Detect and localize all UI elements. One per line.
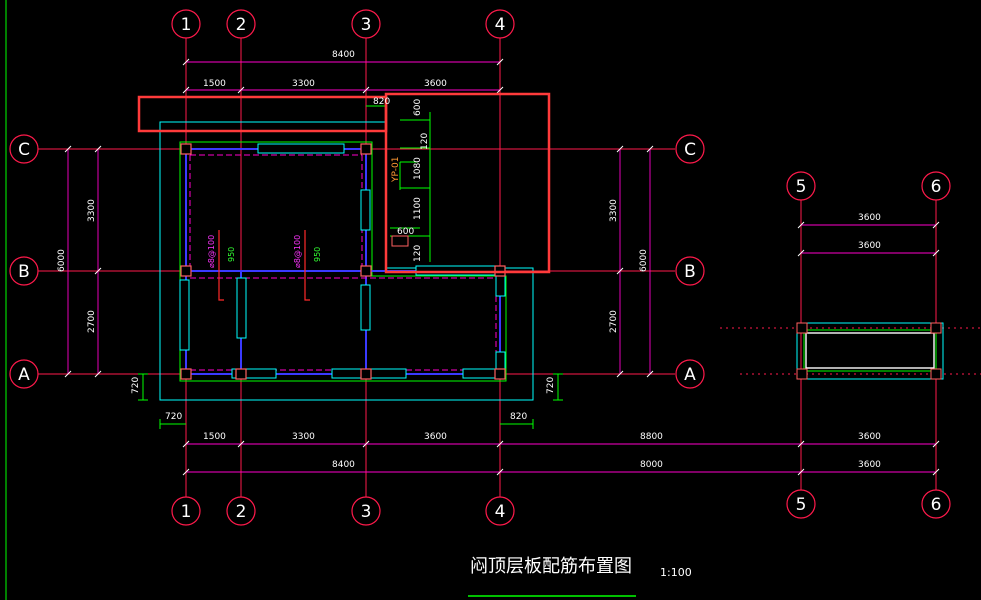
dim-left-720-v: 720 [131, 377, 141, 394]
dim-top-3600: 3600 [424, 79, 447, 89]
dim-left-2700: 2700 [87, 310, 97, 333]
axis-label-left-c: C [18, 140, 30, 160]
dim-bottom-total: 8400 [332, 460, 355, 470]
dim-right-3300: 3300 [609, 199, 619, 222]
axis-bubbles [9, 9, 951, 526]
rebar-label-1: ⌀8@100 [207, 235, 216, 268]
dim-bottom-3600-b: 3600 [858, 460, 881, 470]
dim-bottom-8800: 8800 [640, 432, 663, 442]
axis-label-bottom-2: 2 [236, 502, 247, 522]
axis-label-bottom-4: 4 [495, 502, 506, 522]
axis-label-bottom-1: 1 [181, 502, 192, 522]
dimension-ticks [64, 58, 940, 476]
dim-left-total: 6000 [57, 249, 67, 272]
axis-label-right-top-5: 5 [796, 177, 807, 197]
axis-label-right-bottom-6: 6 [931, 495, 942, 515]
horizontal-grid-lines [38, 148, 981, 375]
dim-right-plan-3600-a: 3600 [858, 213, 881, 223]
dim-right-820-h: 820 [510, 412, 527, 422]
axis-label-right-top-6: 6 [931, 177, 942, 197]
dim-top-total: 8400 [332, 50, 355, 60]
dim-left-720-h: 720 [165, 412, 182, 422]
dim-detail-yp: YP-01 [391, 157, 401, 183]
axis-label-left-a: A [18, 365, 30, 385]
dim-bottom-8000: 8000 [640, 460, 663, 470]
rebar-length-1: 950 [227, 247, 236, 262]
dim-right-plan-3600-b: 3600 [858, 241, 881, 251]
axis-label-right-b: B [684, 262, 696, 282]
axis-label-right-bottom-5: 5 [796, 495, 807, 515]
dim-right-720-v: 720 [546, 377, 556, 394]
slab-inner-outline [179, 141, 507, 382]
dim-top-1500: 1500 [203, 79, 226, 89]
axis-label-top-1: 1 [181, 15, 192, 35]
dim-bottom-1500: 1500 [203, 432, 226, 442]
dim-detail-120-a: 120 [420, 133, 430, 150]
rebar-label-2: ⌀8@100 [293, 235, 302, 268]
opening-detail [390, 112, 431, 262]
axis-label-bottom-3: 3 [361, 502, 372, 522]
highlight-boxes [137, 92, 551, 274]
right-plan [796, 322, 944, 380]
dim-detail-600-v: 600 [413, 99, 423, 116]
dim-bottom-3600-a: 3600 [858, 432, 881, 442]
dim-detail-1080: 1080 [413, 157, 423, 180]
rebar-length-2: 950 [313, 247, 322, 262]
axis-label-left-b: B [18, 262, 30, 282]
dim-detail-120-b: 120 [413, 245, 423, 262]
axis-label-top-3: 3 [361, 15, 372, 35]
dim-right-total: 6000 [639, 249, 649, 272]
dim-top-3300: 3300 [292, 79, 315, 89]
dim-bottom-3600: 3600 [424, 432, 447, 442]
dim-top-820: 820 [373, 97, 390, 107]
dimension-lines [67, 61, 936, 473]
drawing-scale: 1:100 [660, 566, 692, 579]
highlight-box-top [137, 95, 388, 133]
axis-label-right-c: C [684, 140, 696, 160]
dim-bottom-3300: 3300 [292, 432, 315, 442]
axis-label-right-a: A [684, 365, 696, 385]
edge-dimension-lines [138, 105, 563, 429]
rebar-marks [218, 230, 310, 301]
drawing-title: 闷顶层板配筋布置图 [470, 556, 632, 577]
axis-label-top-2: 2 [236, 15, 247, 35]
axis-label-top-4: 4 [495, 15, 506, 35]
dim-detail-600-h: 600 [397, 227, 414, 237]
dim-right-2700: 2700 [609, 310, 619, 333]
dim-detail-1100: 1100 [413, 197, 423, 220]
dim-left-3300: 3300 [87, 199, 97, 222]
highlight-box-right [384, 92, 551, 274]
